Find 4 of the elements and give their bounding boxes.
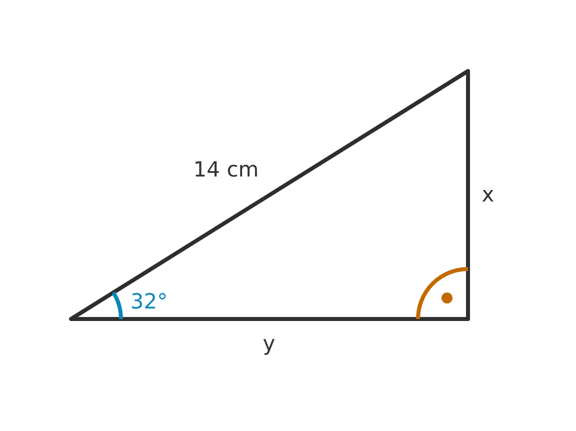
angle-label: 32° [130,292,168,312]
side-label: x [482,184,494,206]
side-label: 14 cm [193,160,259,180]
side-label: y [262,334,276,354]
